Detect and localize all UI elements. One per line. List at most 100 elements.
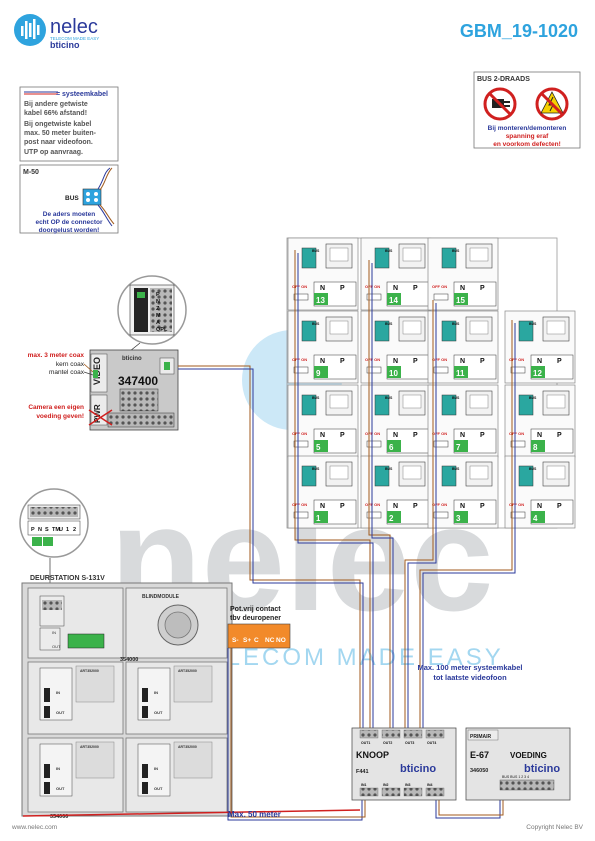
- monitor-number: 9: [316, 369, 321, 378]
- monitor-p-label: P: [340, 432, 345, 439]
- monitor-off-on: OFF ON: [292, 284, 307, 289]
- voeding-terminals: BUS BUS 1 2 3 4: [502, 775, 529, 779]
- camera-zoom-label: A: [156, 320, 160, 326]
- monitor-n-label: N: [320, 285, 325, 292]
- knoop-out-label: OUT2: [383, 741, 392, 745]
- voeding-title: VOEDING: [510, 751, 547, 760]
- module-art-label: ART352000: [80, 745, 99, 749]
- module-out-label: OUT: [56, 710, 65, 715]
- monitor-number: 11: [456, 369, 465, 378]
- bus-terminal: [374, 394, 390, 416]
- monitor-n-label: N: [320, 358, 325, 365]
- note-max100-line-1: Max. 100 meter systeemkabel: [417, 663, 522, 672]
- bus-terminal: [301, 320, 317, 342]
- camera-zoom-label: P: [156, 292, 160, 298]
- knoop-out-label: OUT4: [427, 741, 436, 745]
- legend-line-4: Bij ongetwiste kabel: [24, 121, 91, 128]
- monitor-n-label: N: [537, 358, 542, 365]
- m50-title: M-50: [23, 169, 39, 176]
- monitor-p-label: P: [413, 503, 418, 510]
- monitor-off-on: OFF ON: [432, 431, 447, 436]
- module-art-label: ART352000: [178, 669, 197, 673]
- no-voltage-icon: [535, 87, 569, 121]
- monitor-off-on: OFF ON: [509, 357, 524, 362]
- knoop-code: F441: [356, 769, 369, 775]
- monitor-off-on: OFF ON: [432, 502, 447, 507]
- voeding-code: 346050: [470, 768, 488, 774]
- monitor-bus-label: BUS: [312, 396, 320, 400]
- ds-in-label-top: IN: [52, 630, 56, 635]
- warning-box: BUS 2-DRAADS Bij monteren/demonteren spa…: [473, 71, 581, 149]
- relay-terminal-label: S-: [232, 637, 239, 644]
- bus-terminal: [374, 465, 390, 487]
- brand-name: nelec: [50, 16, 98, 38]
- voeding-header: PRIMAIR: [470, 734, 492, 740]
- legend-line-2: Bij andere getwiste: [24, 101, 88, 108]
- monitor-bus-label: BUS: [312, 249, 320, 253]
- monitor-off-on: OFF ON: [432, 284, 447, 289]
- camera-note-power-1: Camera een eigen: [28, 404, 84, 411]
- monitor-n-label: N: [393, 358, 398, 365]
- monitor-n-label: N: [393, 285, 398, 292]
- bus-terminal: [301, 465, 317, 487]
- bus-terminal: [518, 394, 534, 416]
- warning-line-1: Bij monteren/demonteren: [488, 125, 567, 132]
- voeding-brand: bticino: [524, 763, 560, 775]
- monitor-number: 15: [456, 296, 465, 305]
- ds-module-code: 354000: [120, 657, 138, 663]
- monitor-n-label: N: [460, 358, 465, 365]
- monitor-bus-label: BUS: [385, 467, 393, 471]
- camera-mantel: mantel coax: [49, 369, 85, 376]
- camera-zoom-label: N: [156, 299, 160, 305]
- bus-terminal: [441, 320, 457, 342]
- monitor-p-label: P: [480, 432, 485, 439]
- door-station-zoom-label: P: [31, 527, 35, 533]
- monitor-off-on: OFF ON: [509, 502, 524, 507]
- door-station: DEURSTATION S-131V BLINDMODULE IN OUT AR…: [21, 575, 233, 820]
- monitor-n-label: N: [460, 285, 465, 292]
- m50-bus-label: BUS: [65, 195, 79, 202]
- camera-kern: kern coax: [56, 361, 85, 368]
- bus-terminal: [518, 465, 534, 487]
- door-station-zoom-label: 2: [73, 527, 76, 533]
- bus-terminal: [441, 465, 457, 487]
- knoop-brand: bticino: [400, 763, 436, 775]
- monitor-number: 14: [389, 296, 398, 305]
- relay-terminal-label: S+: [243, 637, 251, 644]
- monitor-number: 5: [316, 443, 321, 452]
- monitor-number: 13: [316, 296, 325, 305]
- m50-box: M-50 BUS De aders moeten echt OP de conn…: [19, 164, 119, 234]
- knoop-in-label: IN3: [405, 783, 411, 787]
- knoop-in-label: IN4: [427, 783, 433, 787]
- camera-zoom-label: OPL: [156, 327, 168, 333]
- monitor-p-label: P: [413, 285, 418, 292]
- monitor-number: 10: [389, 369, 398, 378]
- monitor-n-label: N: [460, 432, 465, 439]
- module-art-label: ART352000: [178, 745, 197, 749]
- bus-terminal: [301, 394, 317, 416]
- module-in-label: IN: [56, 766, 60, 771]
- module-out-label: OUT: [154, 786, 163, 791]
- door-station-zoom-label: U: [59, 527, 63, 533]
- warning-line-2: spanning eraf: [506, 133, 549, 140]
- monitor-p-label: P: [480, 285, 485, 292]
- relay-terminal-label: NC: [265, 637, 275, 644]
- legend-line-7: UTP op aanvraag.: [24, 149, 83, 156]
- relay-terminal-label: NO: [276, 637, 286, 644]
- monitor-p-label: P: [340, 503, 345, 510]
- monitor-n-label: N: [460, 503, 465, 510]
